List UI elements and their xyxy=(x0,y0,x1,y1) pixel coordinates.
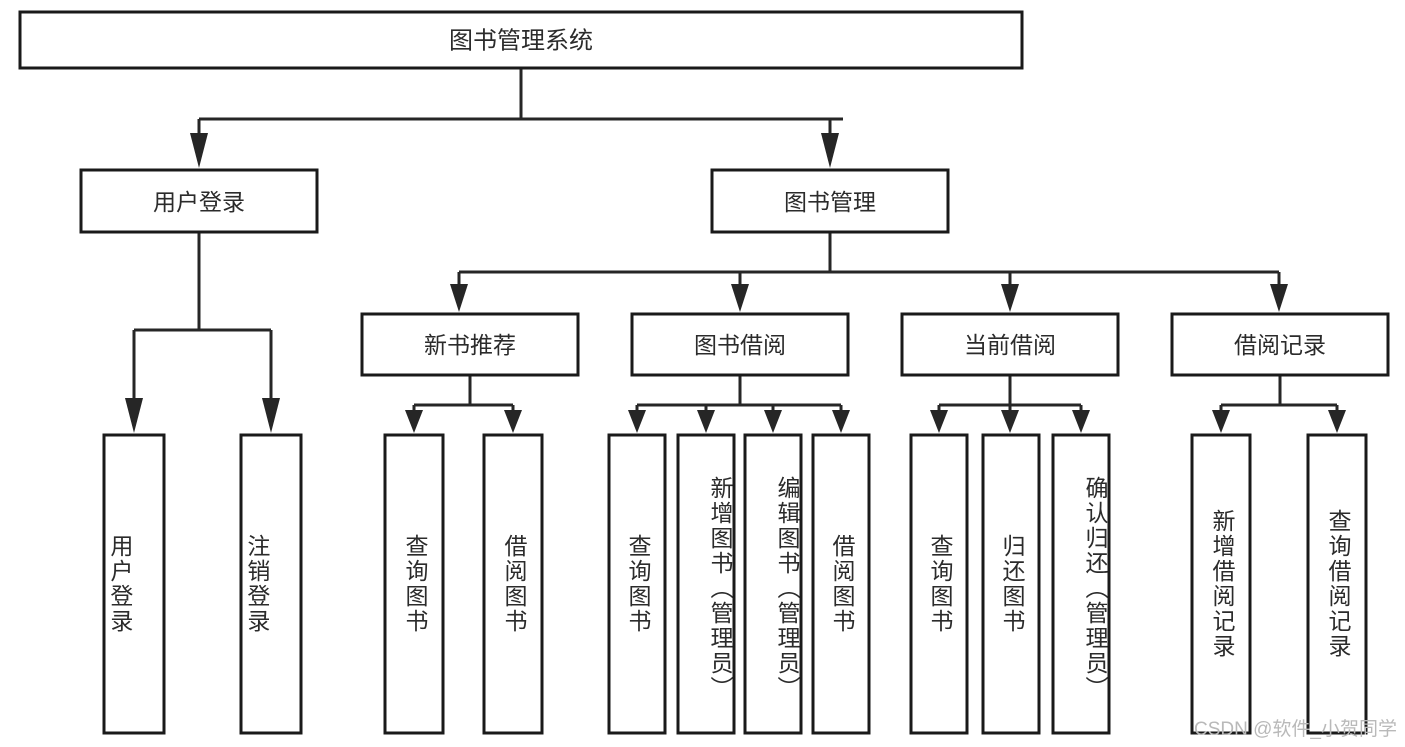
node-user-login-rect[interactable] xyxy=(79,168,319,234)
node-borrow-record-label: 借阅记录 xyxy=(1234,332,1326,358)
arrow-head-leaf-query-book-2 xyxy=(628,410,646,433)
node-leaf-user-logout-rect[interactable] xyxy=(239,433,303,735)
node-book-borrow[interactable]: 图书借阅 xyxy=(630,312,850,377)
node-leaf-query-book-1-rect[interactable] xyxy=(383,433,445,735)
connector-group-root xyxy=(190,68,843,168)
arrow-head-leaf-query-book-3 xyxy=(930,410,948,433)
arrow-head-leaf-add-book xyxy=(697,410,715,433)
node-leaf-edit-book-rect[interactable] xyxy=(743,433,803,735)
arrow-head-book-borrow xyxy=(731,284,749,312)
arrow-head-leaf-borrow-book-1 xyxy=(504,410,522,433)
node-new-book-recommend-rect[interactable] xyxy=(360,312,580,377)
connector-group-current-borrow xyxy=(930,375,1090,433)
arrow-head-book-manage xyxy=(821,133,839,168)
node-leaf-user-login-rect[interactable] xyxy=(102,433,166,735)
arrow-head-leaf-return-book xyxy=(1001,410,1019,433)
arrow-head-leaf-user-login xyxy=(125,398,143,433)
node-leaf-add-book-rect[interactable] xyxy=(676,433,736,735)
node-book-manage[interactable]: 图书管理 xyxy=(710,168,950,234)
node-leaf-borrow-book-1-rect[interactable] xyxy=(482,433,544,735)
node-new-book-recommend[interactable]: 新书推荐 xyxy=(360,312,580,377)
node-current-borrow-rect[interactable] xyxy=(900,312,1120,377)
arrow-head-user-login xyxy=(190,133,208,168)
node-borrow-record[interactable]: 借阅记录 xyxy=(1170,312,1390,377)
arrow-head-current-borrow xyxy=(1001,284,1019,312)
arrow-head-leaf-user-logout xyxy=(262,398,280,433)
node-current-borrow-label: 当前借阅 xyxy=(964,332,1056,358)
arrow-head-leaf-confirm-return xyxy=(1072,410,1090,433)
connector-group-book-borrow xyxy=(628,375,850,433)
arrow-head-leaf-add-record xyxy=(1212,410,1230,433)
node-current-borrow[interactable]: 当前借阅 xyxy=(900,312,1120,377)
node-leaf-query-book-3-rect[interactable] xyxy=(909,433,969,735)
node-leaf-borrow-book-2-rect[interactable] xyxy=(811,433,871,735)
node-leaf-confirm-return-rect[interactable] xyxy=(1051,433,1111,735)
connector-group-user-login xyxy=(125,232,280,433)
arrow-head-leaf-query-book-1 xyxy=(405,410,423,433)
node-root-label: 图书管理系统 xyxy=(449,28,593,55)
connector-group-new-book-recommend xyxy=(405,375,522,433)
node-user-login-label: 用户登录 xyxy=(153,189,245,215)
node-leaf-query-book-2-rect[interactable] xyxy=(607,433,667,735)
node-new-book-recommend-label: 新书推荐 xyxy=(424,332,516,358)
arrow-head-leaf-edit-book xyxy=(764,410,782,433)
arrow-head-leaf-query-record xyxy=(1328,410,1346,433)
connector-group-borrow-record xyxy=(1212,375,1346,433)
node-leaf-add-record-rect[interactable] xyxy=(1190,433,1252,735)
node-book-manage-rect[interactable] xyxy=(710,168,950,234)
node-leaf-query-record-rect[interactable] xyxy=(1306,433,1368,735)
node-book-borrow-rect[interactable] xyxy=(630,312,850,377)
node-root[interactable]: 图书管理系统 xyxy=(18,10,1024,70)
leaf-boxes xyxy=(102,433,1368,735)
node-book-manage-label: 图书管理 xyxy=(784,189,876,215)
node-root-rect[interactable] xyxy=(18,10,1024,70)
node-user-login[interactable]: 用户登录 xyxy=(79,168,319,234)
arrow-head-leaf-borrow-book-2 xyxy=(832,410,850,433)
arrow-head-new-book-recommend xyxy=(450,284,468,312)
connector-group-book-manage xyxy=(450,232,1288,312)
node-borrow-record-rect[interactable] xyxy=(1170,312,1390,377)
node-book-borrow-label: 图书借阅 xyxy=(694,332,786,358)
node-leaf-return-book-rect[interactable] xyxy=(981,433,1041,735)
arrow-head-borrow-record xyxy=(1270,284,1288,312)
csdn-watermark: CSDN @软件_小贺同学 xyxy=(1194,719,1397,740)
